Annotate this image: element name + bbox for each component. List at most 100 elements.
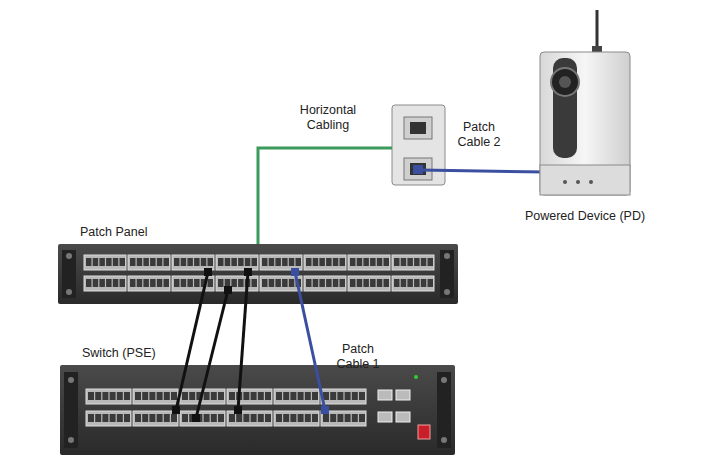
port xyxy=(421,279,427,287)
port xyxy=(143,258,149,266)
port-rows xyxy=(84,255,434,426)
port xyxy=(333,279,339,287)
cable-label: Patch Cable 2 xyxy=(450,120,508,150)
port xyxy=(106,279,112,287)
port-block xyxy=(128,276,170,291)
cable-plug xyxy=(192,414,200,422)
port xyxy=(137,279,143,287)
port xyxy=(282,279,288,287)
port xyxy=(149,392,155,400)
port xyxy=(231,279,237,287)
cable-stub xyxy=(315,365,325,410)
port xyxy=(95,414,101,422)
cable-stub xyxy=(238,365,241,410)
port xyxy=(117,414,123,422)
network-switch: Switch (PSE) xyxy=(60,365,455,455)
device-heading: Powered Device (PD) xyxy=(525,209,645,224)
port xyxy=(394,258,400,266)
port xyxy=(201,258,207,266)
port xyxy=(231,258,237,266)
port xyxy=(323,414,329,422)
patch-cable xyxy=(302,304,315,365)
port-block xyxy=(133,389,178,404)
port xyxy=(283,392,289,400)
port xyxy=(312,392,318,400)
port xyxy=(238,258,244,266)
port xyxy=(182,392,188,400)
port xyxy=(243,392,249,400)
port xyxy=(407,258,413,266)
port xyxy=(236,414,242,422)
port xyxy=(276,414,282,422)
port-block xyxy=(304,255,346,270)
cable-stub xyxy=(201,272,208,304)
horizontal-cable xyxy=(258,148,392,244)
port xyxy=(150,279,156,287)
patch-cable xyxy=(186,304,200,365)
port xyxy=(345,392,351,400)
port xyxy=(306,258,312,266)
port xyxy=(124,392,130,400)
port xyxy=(102,414,108,422)
port-block xyxy=(348,276,390,291)
port xyxy=(262,258,268,266)
cable-plug xyxy=(234,406,242,414)
port xyxy=(305,392,311,400)
port xyxy=(211,392,217,400)
port xyxy=(428,258,434,266)
patch-panel: Patch Panel xyxy=(58,244,458,304)
port xyxy=(363,279,369,287)
port-block xyxy=(84,276,126,291)
port xyxy=(86,258,92,266)
port xyxy=(157,258,163,266)
port xyxy=(265,414,271,422)
port-block xyxy=(86,411,131,426)
patch-cable xyxy=(209,304,224,365)
port xyxy=(258,392,264,400)
port xyxy=(208,258,214,266)
port xyxy=(269,279,275,287)
port xyxy=(93,279,99,287)
port xyxy=(218,414,224,422)
powered-device-illustration xyxy=(540,10,630,195)
port xyxy=(340,279,346,287)
port xyxy=(157,414,163,422)
port xyxy=(143,279,149,287)
port-block xyxy=(172,255,214,270)
port xyxy=(337,414,343,422)
port xyxy=(174,279,180,287)
cable-stub xyxy=(196,365,209,418)
cable-plug xyxy=(413,165,423,174)
cable-label: Patch Cable 1 xyxy=(330,342,386,372)
port xyxy=(218,392,224,400)
port-block xyxy=(133,411,178,426)
port-block xyxy=(260,255,302,270)
port xyxy=(106,258,112,266)
port xyxy=(208,279,214,287)
port xyxy=(305,414,311,422)
port xyxy=(258,414,264,422)
port-block xyxy=(392,276,434,291)
port xyxy=(189,392,195,400)
port xyxy=(428,279,434,287)
port xyxy=(93,258,99,266)
patch-cable xyxy=(241,304,245,365)
port xyxy=(204,392,210,400)
port xyxy=(407,279,413,287)
port xyxy=(149,414,155,422)
port xyxy=(275,258,281,266)
port xyxy=(218,258,224,266)
port xyxy=(289,279,295,287)
port xyxy=(414,279,420,287)
port xyxy=(229,414,235,422)
port xyxy=(225,279,231,287)
port xyxy=(298,414,304,422)
port xyxy=(276,392,282,400)
port xyxy=(120,279,126,287)
port xyxy=(350,258,356,266)
port xyxy=(238,279,244,287)
port xyxy=(252,258,258,266)
port xyxy=(124,414,130,422)
port xyxy=(99,279,105,287)
port xyxy=(262,279,268,287)
